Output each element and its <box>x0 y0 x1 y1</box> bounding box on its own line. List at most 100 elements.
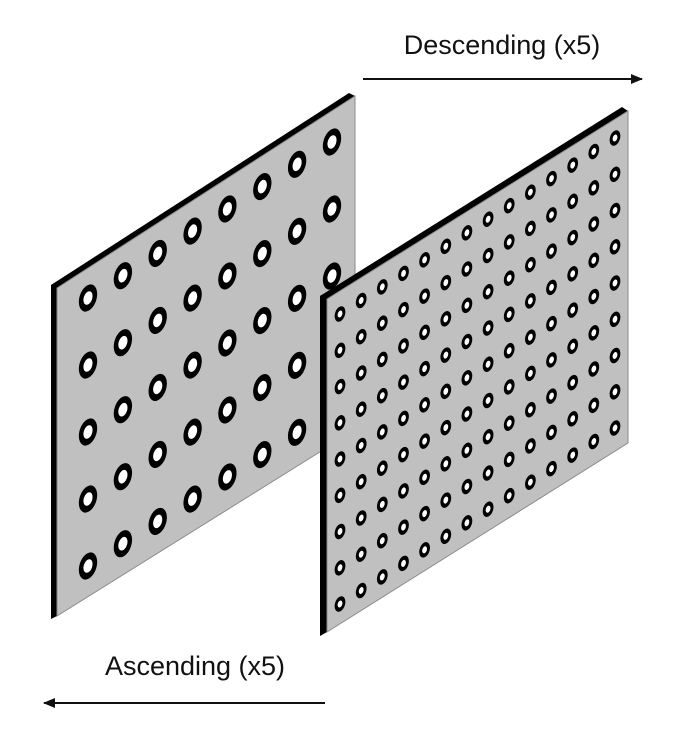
hole-center <box>153 514 163 529</box>
hole-center <box>337 455 343 463</box>
hole-center <box>257 380 267 395</box>
hole-center <box>118 402 128 417</box>
hole-center <box>612 207 618 214</box>
hole-center <box>549 392 554 400</box>
hole-center <box>379 355 385 363</box>
left-panel-edge <box>51 282 57 619</box>
hole-center <box>527 369 533 377</box>
hole-center <box>506 310 512 318</box>
hole-center <box>464 374 470 382</box>
hole-center <box>327 135 337 149</box>
hole-center <box>422 546 428 554</box>
hole-center <box>337 564 343 572</box>
left-panel-coarse <box>51 93 356 619</box>
hole-center <box>422 328 428 336</box>
hole-center <box>83 358 93 372</box>
hole-center <box>401 559 406 567</box>
hole-center <box>612 134 618 142</box>
hole-center <box>549 175 554 183</box>
hole-center <box>379 319 385 327</box>
hole-center <box>612 424 618 432</box>
hole-center <box>222 269 232 283</box>
hole-center <box>222 470 232 484</box>
hole-center <box>506 492 512 500</box>
hole-center <box>401 342 406 350</box>
hole-center <box>188 358 198 372</box>
hole-center <box>527 297 533 305</box>
hole-center <box>549 320 554 328</box>
hole-center <box>222 336 232 350</box>
hole-center <box>401 269 406 277</box>
hole-center <box>222 403 232 417</box>
hole-center <box>485 324 491 332</box>
hole-center <box>527 333 533 341</box>
hole-center <box>379 464 385 472</box>
hole-center <box>485 433 491 441</box>
hole-center <box>570 161 576 169</box>
hole-center <box>485 288 491 296</box>
hole-center <box>570 197 576 205</box>
hole-center <box>612 279 618 287</box>
hole-center <box>118 335 128 350</box>
hole-center <box>292 224 302 239</box>
hole-center <box>485 505 491 513</box>
hole-center <box>83 559 93 573</box>
hole-center <box>337 310 343 318</box>
hole-center <box>549 465 554 473</box>
hole-center <box>485 360 491 368</box>
hole-center <box>83 425 93 439</box>
hole-center <box>506 383 512 391</box>
hole-center <box>570 451 576 459</box>
left-panel-top-edge <box>51 93 355 288</box>
hole-center <box>570 415 576 423</box>
hole-center <box>443 496 449 504</box>
hole-center <box>443 387 449 395</box>
hole-center <box>358 587 364 594</box>
hole-center <box>549 356 554 364</box>
hole-center <box>292 425 302 440</box>
hole-center <box>612 243 618 251</box>
ascending-label: Ascending (x5) <box>105 651 285 681</box>
hole-center <box>464 483 470 490</box>
hole-center <box>591 438 597 445</box>
hole-center <box>257 179 267 194</box>
right-panel-fine <box>320 107 629 636</box>
hole-center <box>292 157 302 172</box>
hole-center <box>337 600 343 608</box>
right-panel-face <box>326 110 629 633</box>
hole-center <box>401 523 406 531</box>
hole-center <box>527 406 533 414</box>
hole-center <box>527 224 533 232</box>
hole-center <box>464 338 470 345</box>
hole-center <box>257 313 267 328</box>
hole-center <box>612 352 618 359</box>
hole-center <box>591 148 597 155</box>
hole-center <box>83 291 93 305</box>
hole-center <box>222 202 232 216</box>
hole-center <box>591 401 597 409</box>
hole-center <box>379 500 385 508</box>
hole-center <box>422 510 428 518</box>
hole-center <box>443 279 449 287</box>
hole-center <box>379 392 385 400</box>
hole-center <box>464 410 470 418</box>
hole-center <box>570 306 576 314</box>
hole-center <box>485 215 491 223</box>
hole-center <box>292 358 302 373</box>
hole-center <box>327 269 337 283</box>
hole-center <box>188 492 198 506</box>
hole-center <box>401 451 406 459</box>
hole-center <box>506 238 512 246</box>
hole-center <box>379 573 385 581</box>
hole-center <box>443 315 449 323</box>
hole-center <box>379 283 385 291</box>
hole-center <box>549 283 554 291</box>
hole-center <box>337 419 343 427</box>
hole-center <box>485 469 491 477</box>
hole-center <box>549 247 554 255</box>
descending-label: Descending (x5) <box>404 30 601 60</box>
hole-center <box>591 184 597 192</box>
hole-center <box>591 293 597 300</box>
hole-center <box>527 478 533 486</box>
